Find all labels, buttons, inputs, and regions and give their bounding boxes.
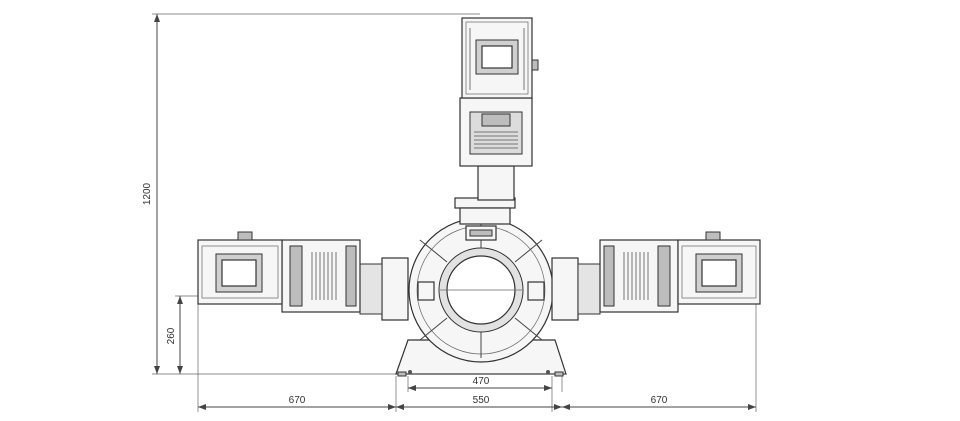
dimension-label-1200: 1200 — [142, 182, 153, 205]
top-drive-assembly — [454, 17, 539, 225]
dimension-label-670-left: 670 — [289, 395, 306, 406]
left-drive-assembly — [197, 231, 409, 321]
dimension-bottom: 470 670 550 670 — [197, 300, 757, 412]
dimension-label-470: 470 — [473, 376, 490, 387]
dimension-total-height: 1200 — [142, 13, 480, 375]
pump-housing — [408, 217, 554, 363]
dimension-label-670-right: 670 — [651, 395, 668, 406]
dimension-label-550: 550 — [473, 395, 490, 406]
right-drive-assembly — [551, 231, 761, 321]
dimension-label-260: 260 — [166, 327, 177, 344]
